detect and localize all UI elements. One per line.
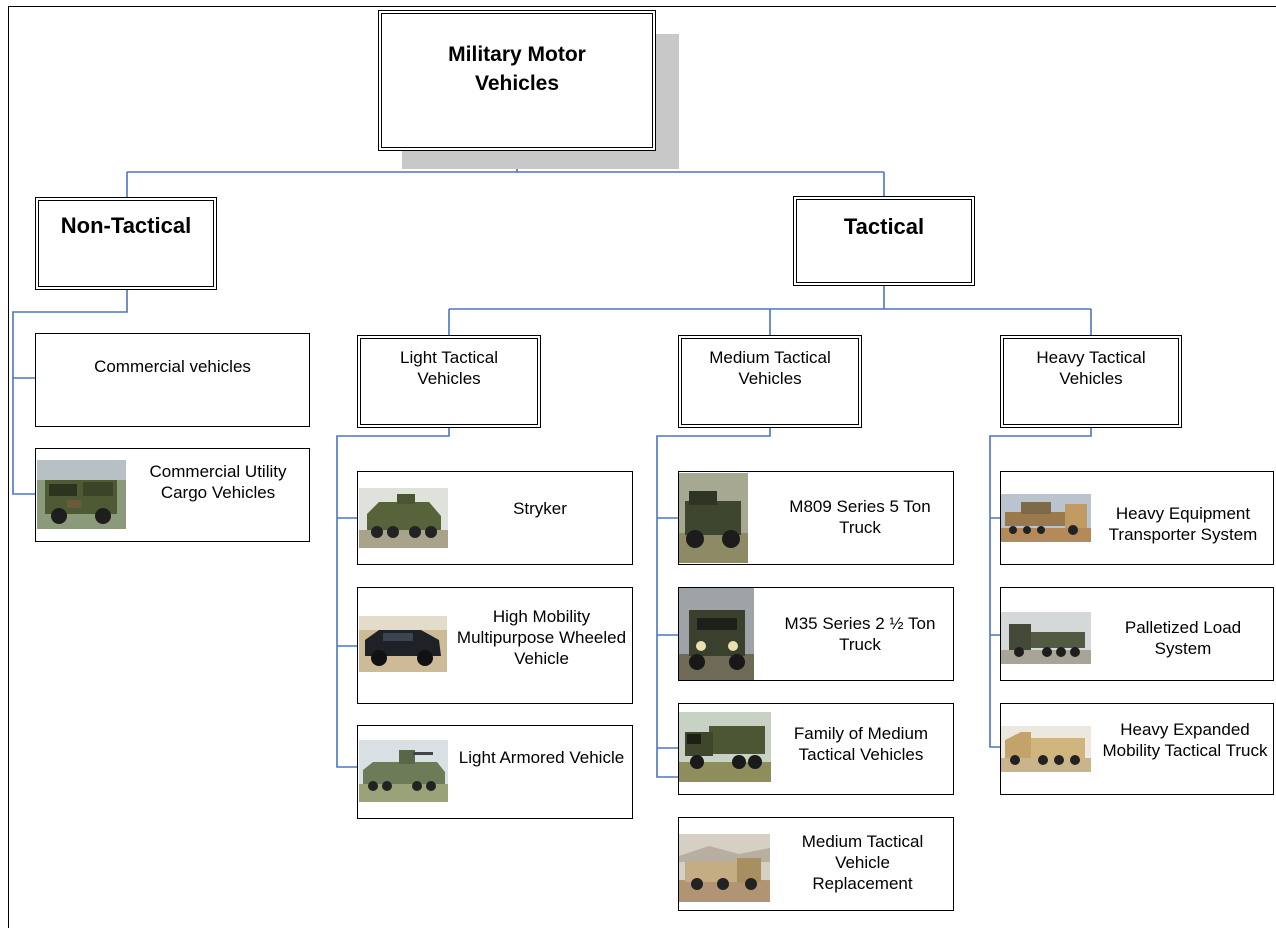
non-tactical-node: Non-Tactical — [35, 197, 217, 290]
heavy-tactical-label: Heavy Tactical Vehicles — [1036, 348, 1146, 388]
commercial-vehicles-label: Commercial vehicles — [94, 357, 251, 376]
light-tactical-node: Light Tactical Vehicles — [357, 335, 541, 428]
m809-label: M809 Series 5 Ton Truck — [789, 497, 931, 537]
m35-label: M35 Series 2 ½ Ton Truck — [784, 614, 936, 654]
cucv-photo — [37, 460, 126, 529]
mtvr-label: Medium Tactical Vehicle Replacement — [801, 832, 924, 893]
lav-label: Light Armored Vehicle — [458, 748, 625, 767]
medium-tactical-node: Medium Tactical Vehicles — [678, 335, 862, 428]
mtvr-photo — [679, 834, 770, 902]
m35-photo — [679, 588, 754, 680]
hmmwv-label: High Mobility Multipurpose Wheeled Vehic… — [456, 607, 627, 668]
pls-photo — [1001, 612, 1091, 664]
hets-label: Heavy Equipment Transporter System — [1108, 504, 1258, 544]
hemtt-label: Heavy Expanded Mobility Tactical Truck — [1102, 720, 1268, 760]
stryker-photo — [359, 488, 448, 548]
light-tactical-label: Light Tactical Vehicles — [400, 348, 498, 388]
commercial-vehicles-box — [35, 333, 310, 427]
tactical-node: Tactical — [793, 196, 975, 286]
root-label: Military Motor Vehicles — [448, 43, 586, 95]
hmmwv-box — [357, 587, 633, 704]
hets-photo — [1001, 494, 1091, 542]
non-tactical-label: Non-Tactical — [60, 213, 192, 238]
fmtv-label: Family of Medium Tactical Vehicles — [793, 724, 929, 764]
medium-tactical-label: Medium Tactical Vehicles — [709, 348, 831, 388]
hmmwv-photo — [359, 616, 447, 672]
stryker-label: Stryker — [513, 499, 567, 518]
lav-photo — [359, 740, 448, 802]
tactical-label: Tactical — [843, 214, 925, 239]
pls-label: Palletized Load System — [1124, 618, 1242, 658]
root-node: Military Motor Vehicles — [378, 10, 656, 151]
fmtv-photo — [679, 712, 771, 782]
page-frame — [8, 6, 1276, 928]
cucv-label: Commercial Utility Cargo Vehicles — [149, 462, 287, 502]
hemtt-photo — [1001, 726, 1091, 772]
m809-photo — [679, 473, 748, 563]
heavy-tactical-node: Heavy Tactical Vehicles — [1000, 335, 1182, 428]
